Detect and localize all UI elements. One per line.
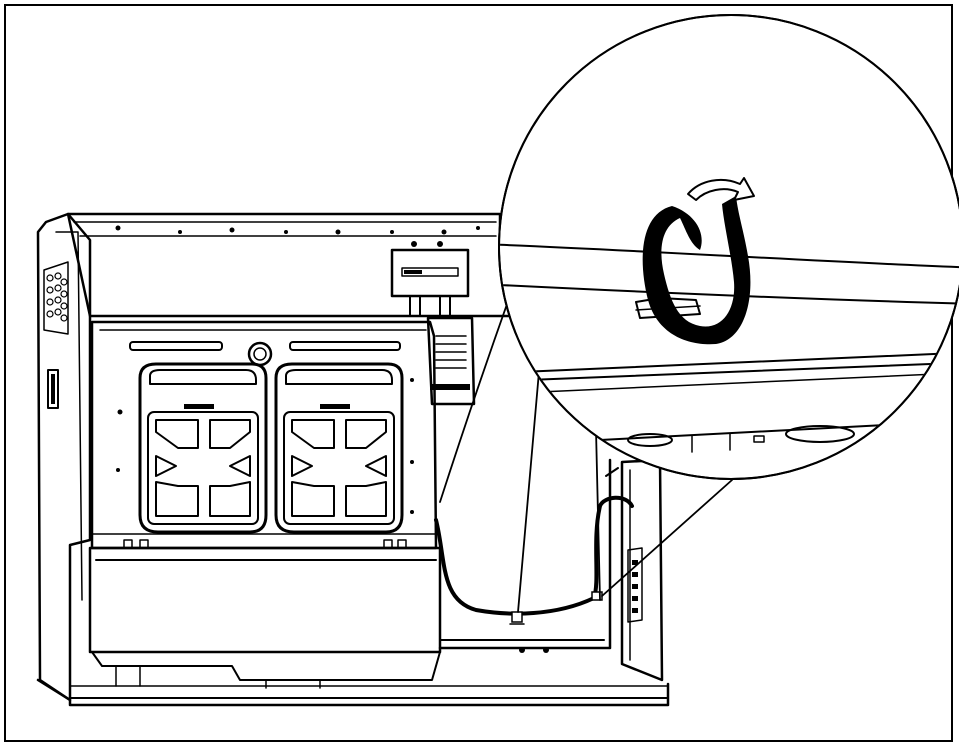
detail-callout	[498, 14, 959, 480]
cable-clip-icon	[642, 196, 751, 345]
control-box	[390, 241, 476, 406]
cabinet-body	[36, 212, 670, 707]
screw-icon	[390, 230, 394, 234]
screw-icon	[178, 230, 182, 234]
inner-panel	[90, 320, 438, 550]
screw-icon	[229, 227, 235, 233]
filter-cassette-right	[274, 362, 404, 534]
filter-cassette-left	[138, 362, 268, 534]
callout-pointer	[439, 289, 733, 613]
screw-icon	[335, 229, 341, 235]
right-side-frame	[438, 458, 664, 682]
top-rail-screws	[115, 225, 480, 235]
screw-icon	[441, 229, 447, 235]
curved-arrow-icon	[687, 177, 755, 201]
screw-icon	[476, 226, 480, 230]
cable-clip-icon	[511, 611, 523, 623]
vent-grille-icon	[43, 261, 69, 409]
screw-icon	[115, 225, 121, 231]
power-cable	[434, 495, 634, 625]
lower-tank	[88, 539, 442, 689]
screw-icon	[284, 230, 288, 234]
